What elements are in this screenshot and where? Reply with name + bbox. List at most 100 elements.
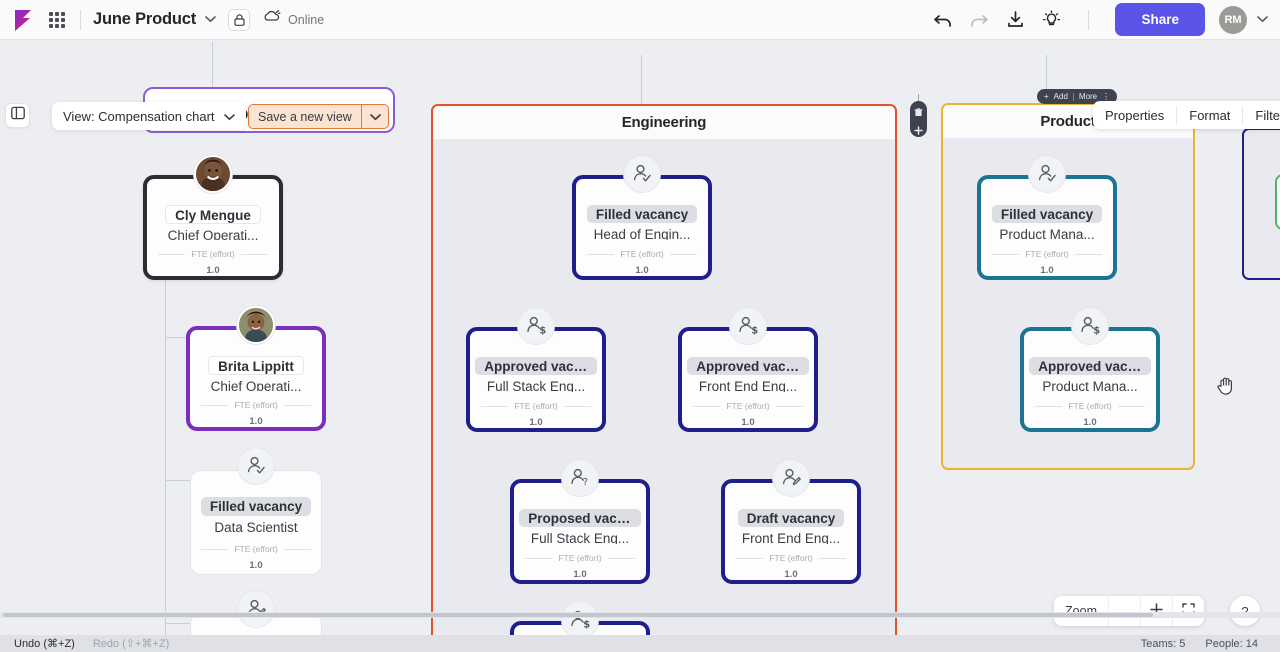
node-name-badge: Cly Mengue [165, 205, 261, 224]
avatar-photo-icon [194, 155, 232, 193]
quick-actions-divider [1072, 92, 1074, 101]
node-fte-label: FTE (effort) [1025, 249, 1069, 259]
download-icon[interactable] [1004, 9, 1026, 31]
node-role: Full Stack Eng... [530, 530, 630, 545]
node-card-head-of-engineering[interactable]: Filled vacancy Head of Engin... FTE (eff… [572, 155, 712, 280]
chevron-down-icon[interactable] [205, 14, 216, 26]
node-fte-value: 1.0 [635, 265, 649, 276]
node-status-badge: Filled vacancy [200, 497, 312, 516]
node-card-business-analyst[interactable]: Draft vacancy Business Anal FTE (effort)… [190, 590, 322, 635]
header-divider [80, 9, 81, 30]
undo-status-button[interactable]: Undo (⌘+Z) [14, 638, 75, 650]
node-role: Full Stack Eng... [486, 378, 586, 393]
node-offscreen-partial[interactable] [1275, 174, 1280, 230]
presence-cloud-icon [264, 10, 281, 29]
more-button[interactable]: More [1078, 92, 1098, 101]
zoom-in-button[interactable] [1140, 596, 1172, 626]
node-fte-value: 1.0 [249, 560, 263, 571]
undo-arrow-icon[interactable] [932, 9, 954, 31]
svg-text:$: $ [539, 325, 546, 336]
redo-status-button[interactable]: Redo (⇧+⌘+Z) [92, 638, 170, 650]
node-toolbar-stem [918, 94, 919, 102]
node-fte-label: FTE (effort) [726, 401, 770, 411]
person-edit-icon [772, 459, 810, 497]
people-count: People: 14 [1205, 637, 1258, 650]
lock-icon[interactable] [228, 8, 251, 31]
redo-arrow-icon[interactable] [968, 9, 990, 31]
tab-divider [1242, 106, 1244, 124]
avatar-chevron-down-icon[interactable] [1257, 14, 1268, 26]
kebab-menu-icon[interactable]: ⋮ [1102, 92, 1111, 101]
lightbulb-icon[interactable] [1040, 9, 1062, 31]
node-card-front-end-engineer-approved[interactable]: $ Approved vaca... Front End Eng... FTE … [678, 307, 818, 432]
node-fte-divider: FTE (effort) [692, 401, 804, 411]
node-toolbar [910, 101, 927, 137]
horizontal-scrollbar[interactable] [0, 612, 1280, 618]
node-fte-divider: FTE (effort) [480, 401, 592, 411]
top-header-bar: June Product Online [0, 0, 1280, 40]
person-money-icon: $ [561, 601, 599, 635]
connector-line [212, 42, 213, 127]
horizontal-scrollbar-thumb[interactable] [3, 613, 1153, 617]
node-role: Chief Operati... [210, 378, 302, 392]
node-status-badge: Approved vaca... [1029, 357, 1151, 375]
plus-icon[interactable]: + [1044, 92, 1049, 101]
presence-indicator: Online [264, 10, 324, 29]
help-button[interactable]: ? [1230, 596, 1260, 626]
node-card-product-manager-filled[interactable]: Filled vacancy Product Mana... FTE (effo… [977, 155, 1117, 280]
tab-format[interactable]: Format [1189, 107, 1231, 123]
teams-count: Teams: 5 [1140, 637, 1186, 650]
node-quick-actions: + Add More ⋮ [1037, 89, 1118, 104]
sidebar-toggle-button[interactable] [5, 103, 30, 128]
add-button[interactable]: Add [1053, 92, 1068, 101]
group-offscreen-partial[interactable] [1242, 128, 1280, 280]
status-bar: Undo (⌘+Z) Redo (⇧+⌘+Z) Teams: 5 People:… [0, 635, 1280, 652]
node-fte-value: 1.0 [249, 416, 263, 427]
save-new-view-divider [360, 105, 363, 128]
node-status-badge: Filled vacancy [586, 205, 698, 223]
node-card-product-manager-approved[interactable]: $ Approved vaca... Product Mana... FTE (… [1020, 307, 1160, 432]
node-role: Product Mana... [999, 226, 1095, 241]
node-fte-divider: FTE (effort) [201, 544, 311, 554]
tab-filter[interactable]: Filter [1255, 107, 1280, 123]
trash-icon[interactable] [914, 104, 923, 122]
node-fte-label: FTE (effort) [558, 553, 602, 563]
apps-grid-icon[interactable] [46, 9, 68, 31]
node-card-approved-vacancy-bottom[interactable]: $ Approved vaca... [510, 601, 650, 635]
header-actions: Share RM [932, 3, 1280, 36]
node-card-full-stack-engineer-approved[interactable]: $ Approved vaca... Full Stack Eng... FTE… [466, 307, 606, 432]
node-card-data-scientist[interactable]: Filled vacancy Data Scientist FTE (effor… [190, 447, 322, 575]
tab-divider [1176, 106, 1178, 124]
node-card-brita-lippitt[interactable]: Brita Lippitt Chief Operati... FTE (effo… [186, 306, 326, 431]
zoom-out-button[interactable] [1108, 596, 1140, 626]
flowchart-logo-icon[interactable] [10, 7, 40, 33]
node-fte-value: 1.0 [573, 569, 587, 580]
svg-text:?: ? [583, 477, 588, 488]
share-button[interactable]: Share [1115, 3, 1205, 36]
connector-line [165, 245, 166, 635]
avatar[interactable]: RM [1219, 5, 1247, 34]
fit-screen-icon [1182, 602, 1195, 620]
zoom-fit-button[interactable] [1172, 596, 1204, 626]
avatar-photo-icon [237, 306, 275, 344]
save-new-view-chevron-down-icon[interactable] [362, 105, 388, 128]
save-new-view-button[interactable]: Save a new view [258, 109, 352, 124]
node-card-full-stack-engineer-proposed[interactable]: ? Proposed vaca... Full Stack Eng... FTE… [510, 459, 650, 584]
node-fte-label: FTE (effort) [234, 544, 278, 554]
status-counts: Teams: 5 People: 14 [1141, 638, 1280, 650]
node-card-front-end-engineer-draft[interactable]: Draft vacancy Front End Eng... FTE (effo… [721, 459, 861, 584]
view-selector[interactable]: View: Compensation chart [52, 102, 246, 130]
online-status-label: Online [288, 12, 325, 27]
plus-icon[interactable] [914, 122, 923, 140]
node-card-cly-mengue[interactable]: Cly Mengue Chief Operati... FTE (effort)… [143, 155, 283, 280]
person-check-icon [1028, 155, 1066, 193]
node-status-badge: Draft vacancy [737, 509, 845, 527]
node-fte-label: FTE (effort) [234, 400, 278, 410]
node-fte-divider: FTE (effort) [586, 249, 698, 259]
org-chart-canvas[interactable]: Engineering Product Cly Mengu [0, 40, 1280, 635]
svg-text:$: $ [583, 619, 590, 630]
node-fte-label: FTE (effort) [620, 249, 664, 259]
person-edit-icon [237, 590, 275, 628]
header-divider-2 [1088, 9, 1090, 30]
tab-properties[interactable]: Properties [1105, 107, 1165, 123]
